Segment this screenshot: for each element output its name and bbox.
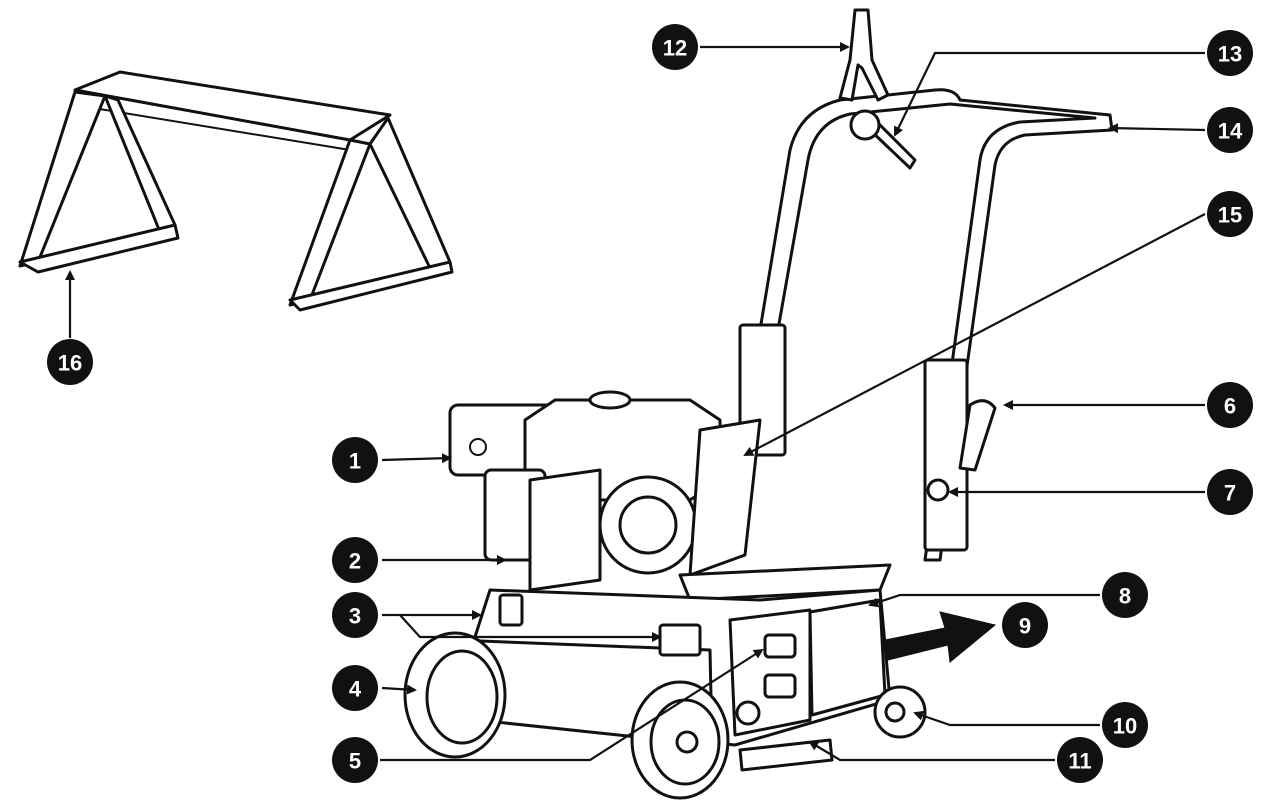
leader-lines <box>65 42 1206 762</box>
callout-8: 8 <box>1102 572 1148 618</box>
callout-10-label: 10 <box>1113 714 1137 739</box>
callout-3: 3 <box>332 592 378 638</box>
callout-12-label: 12 <box>663 36 687 61</box>
callout-15-label: 15 <box>1218 203 1242 228</box>
callout-1-label: 1 <box>349 449 361 474</box>
callout-16-label: 16 <box>58 351 82 376</box>
callout-8-label: 8 <box>1119 584 1131 609</box>
callout-5: 5 <box>332 737 378 783</box>
callout-9-label: 9 <box>1019 614 1031 639</box>
depth-wheel <box>873 685 927 739</box>
callout-14-label: 14 <box>1218 119 1243 144</box>
callout-7-label: 7 <box>1224 481 1236 506</box>
callout-4-label: 4 <box>349 677 362 702</box>
cutting-deck <box>448 563 892 772</box>
wheel-front <box>403 631 507 759</box>
support-stand <box>18 70 454 312</box>
callout-14: 14 <box>1207 107 1253 153</box>
callout-13-label: 13 <box>1218 42 1242 67</box>
belt-guard <box>688 418 762 577</box>
callout-11: 11 <box>1057 737 1103 783</box>
callout-4: 4 <box>332 665 378 711</box>
callout-13: 13 <box>1207 30 1253 76</box>
callout-1: 1 <box>332 437 378 483</box>
wheel-rear <box>630 680 730 800</box>
callout-10: 10 <box>1102 702 1148 748</box>
callout-6: 6 <box>1207 382 1253 428</box>
callout-3-label: 3 <box>349 604 361 629</box>
callout-16: 16 <box>47 339 93 385</box>
callout-2-label: 2 <box>349 549 361 574</box>
callout-6-label: 6 <box>1224 394 1236 419</box>
callout-11-label: 11 <box>1068 749 1091 774</box>
callout-12: 12 <box>652 24 698 70</box>
callout-5-label: 5 <box>349 749 361 774</box>
direction-arrow <box>884 611 997 663</box>
handle-frame <box>738 8 1114 562</box>
callout-7: 7 <box>1207 469 1253 515</box>
engine <box>448 390 722 592</box>
callout-15: 15 <box>1207 191 1253 237</box>
callout-9: 9 <box>1002 602 1048 648</box>
callout-2: 2 <box>332 537 378 583</box>
